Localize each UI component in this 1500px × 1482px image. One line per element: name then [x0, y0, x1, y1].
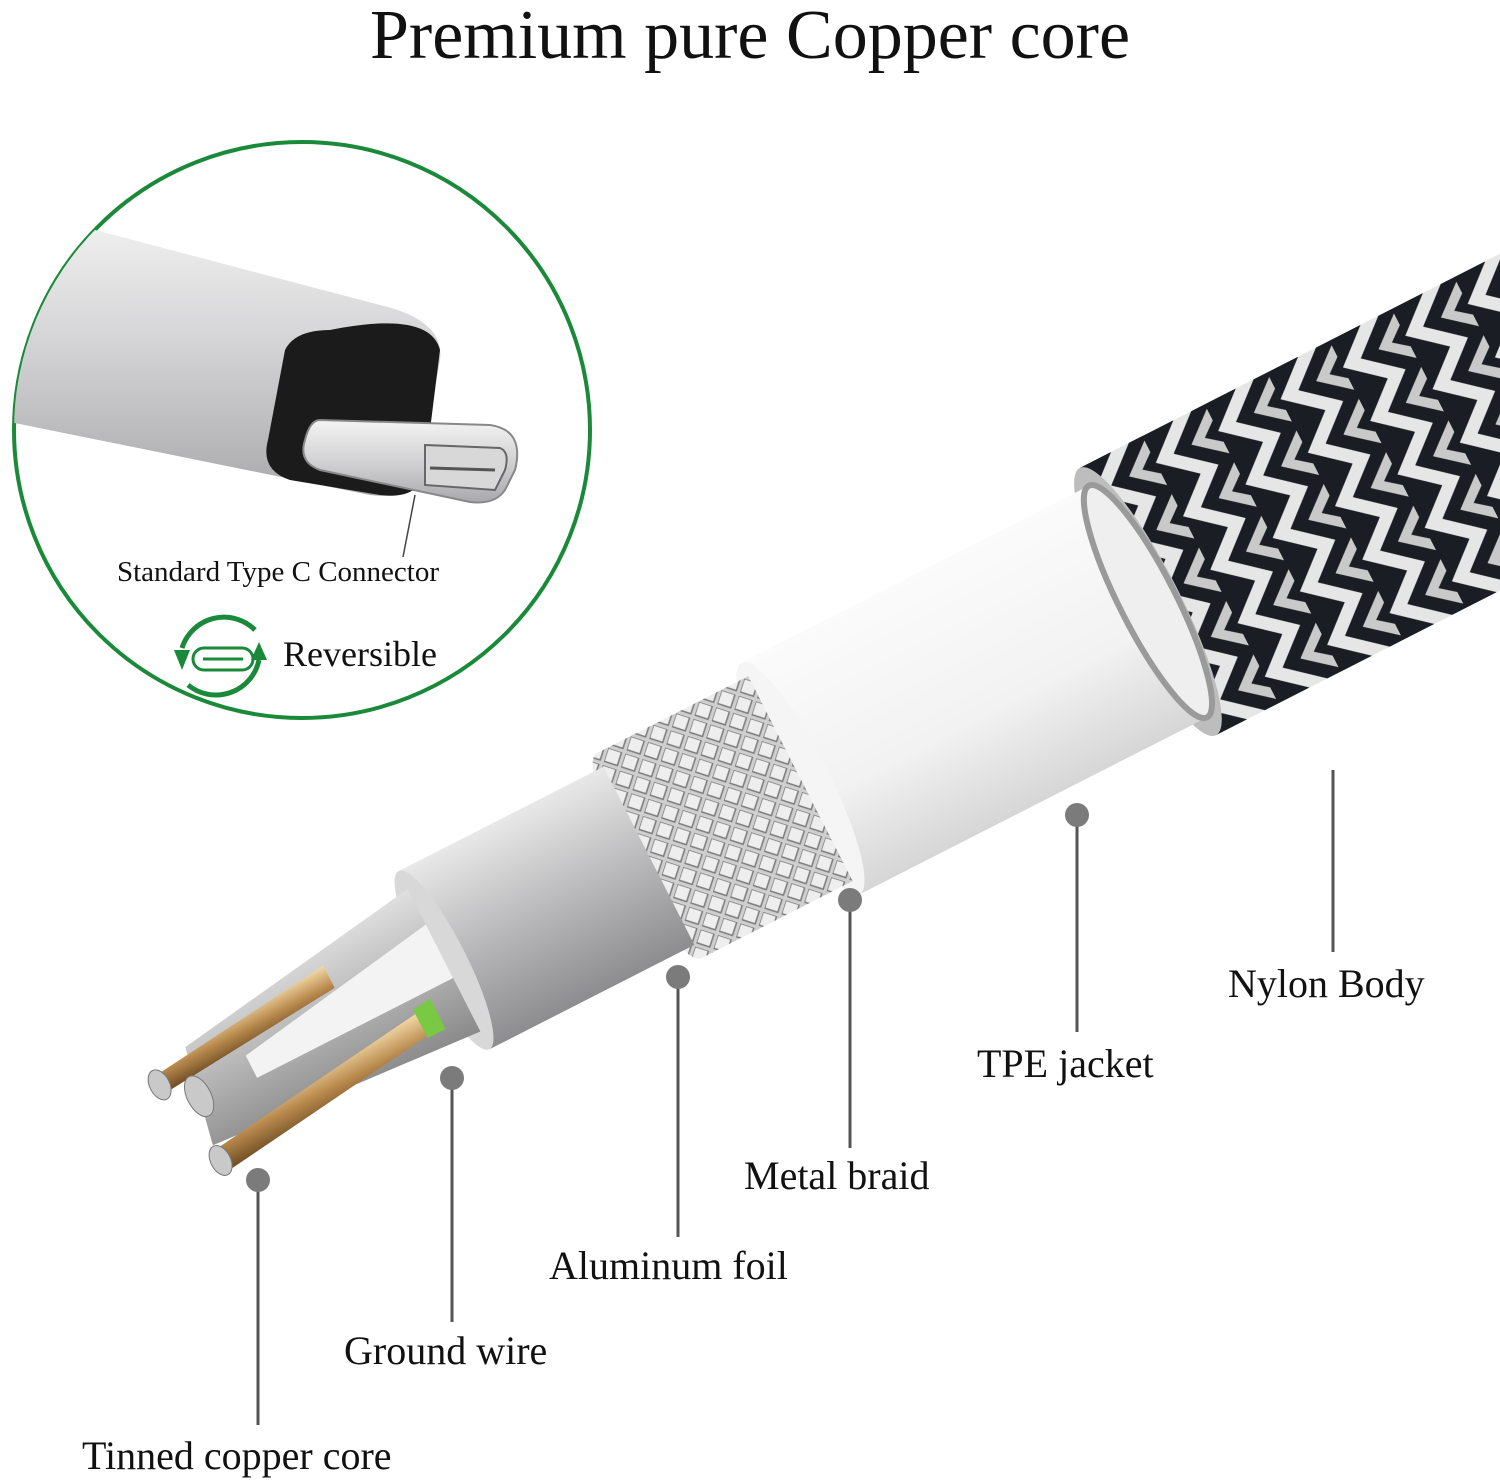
page-title: Premium pure Copper core [369, 0, 1131, 74]
reversible-label: Reversible [283, 634, 437, 674]
copper-core-upper [155, 965, 335, 1094]
callout-dots [246, 803, 1089, 1192]
connector-label: Standard Type C Connector [117, 556, 440, 588]
tpe-jacket [741, 485, 1207, 895]
label-metal-braid: Metal braid [744, 1153, 930, 1198]
label-tinned-copper-core: Tinned copper core [82, 1433, 392, 1478]
label-ground-wire: Ground wire [344, 1328, 548, 1373]
white-insulated-wire [245, 924, 454, 1078]
label-tpe-jacket: TPE jacket [977, 1041, 1154, 1086]
label-nylon-body: Nylon Body [1228, 961, 1425, 1006]
type-c-connector-illustration [14, 205, 519, 558]
metal-braid [596, 676, 853, 959]
connector-leader-line [402, 494, 416, 558]
nylon-body [1079, 150, 1500, 736]
cable-cross-section [147, 150, 1500, 1176]
callout-leaders [256, 770, 1335, 1425]
green-wire [413, 998, 446, 1039]
type-c-inset [12, 140, 592, 720]
copper-core-lower [215, 1014, 427, 1173]
label-aluminum-foil: Aluminum foil [549, 1243, 788, 1288]
rotate-arrows-usb-c-icon [174, 614, 267, 698]
